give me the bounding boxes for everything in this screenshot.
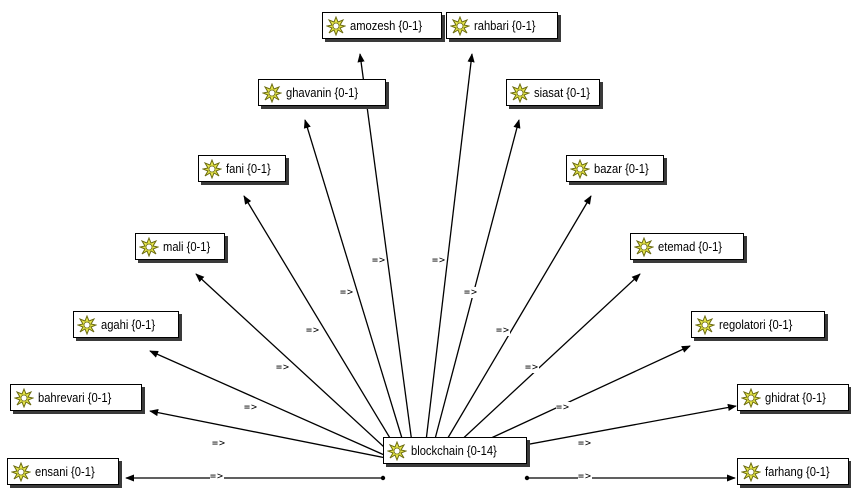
concept-node-etemad[interactable]: etemad {0-1}	[630, 233, 744, 260]
concept-node-agahi[interactable]: agahi {0-1}	[73, 311, 179, 338]
star-concept-icon	[387, 440, 407, 461]
star-concept-icon	[570, 158, 590, 179]
node-label: rahbari {0-1}	[474, 18, 536, 33]
node-label: bazar {0-1}	[594, 161, 649, 176]
edge-blockchain-to-mali	[195, 273, 397, 459]
edge-label-ghavanin: =>	[340, 287, 355, 298]
concept-node-bahrevari[interactable]: bahrevari {0-1}	[10, 384, 142, 411]
edge-blockchain-to-amozesh	[357, 53, 415, 459]
star-concept-icon	[262, 82, 282, 103]
edge-label-farhang: =>	[578, 471, 593, 482]
edge-label-rahbari: =>	[432, 255, 447, 266]
edge-label-bahrevari: =>	[212, 438, 227, 449]
edge-blockchain-to-bahrevari	[149, 409, 387, 459]
edge-blockchain-to-bazar	[435, 195, 592, 459]
star-concept-icon	[139, 236, 159, 257]
star-concept-icon	[11, 461, 31, 482]
concept-node-ensani[interactable]: ensani {0-1}	[7, 458, 119, 485]
edge-label-amozesh: =>	[372, 255, 387, 266]
node-label: mali {0-1}	[163, 239, 211, 254]
node-label: regolatori {0-1}	[719, 317, 793, 332]
concept-node-amozesh[interactable]: amozesh {0-1}	[322, 12, 442, 39]
node-label: fani {0-1}	[226, 161, 271, 176]
concept-node-rahbari[interactable]: rahbari {0-1}	[446, 12, 558, 39]
node-label: amozesh {0-1}	[350, 18, 423, 33]
concept-node-bazar[interactable]: bazar {0-1}	[566, 155, 664, 182]
concept-node-ghavanin[interactable]: ghavanin {0-1}	[258, 79, 386, 106]
star-concept-icon	[510, 82, 530, 103]
node-label: bahrevari {0-1}	[38, 390, 112, 405]
star-concept-icon	[202, 158, 222, 179]
edge-label-regolatori: =>	[556, 402, 571, 413]
node-label: agahi {0-1}	[101, 317, 156, 332]
star-concept-icon	[695, 314, 715, 335]
edge-blockchain-to-ghavanin	[303, 119, 409, 459]
concept-node-mali[interactable]: mali {0-1}	[135, 233, 225, 260]
edge-blockchain-to-rahbari	[423, 53, 475, 459]
edge-label-agahi: =>	[244, 402, 259, 413]
edge-origin-dot	[524, 475, 530, 481]
edge-label-mali: =>	[276, 362, 291, 373]
node-label: blockchain {0-14}	[411, 443, 497, 458]
edge-label-ghidrat: =>	[578, 438, 593, 449]
concept-node-regolatori[interactable]: regolatori {0-1}	[691, 311, 825, 338]
star-concept-icon	[77, 314, 97, 335]
star-concept-icon	[326, 15, 346, 36]
edge-label-bazar: =>	[496, 325, 511, 336]
edges-layer	[125, 53, 737, 482]
node-label: siasat {0-1}	[534, 85, 590, 100]
edge-blockchain-to-etemad	[441, 273, 641, 459]
node-label: ensani {0-1}	[35, 464, 95, 479]
star-concept-icon	[741, 461, 761, 482]
star-concept-icon	[741, 387, 761, 408]
concept-node-fani[interactable]: fani {0-1}	[198, 155, 286, 182]
star-concept-icon	[450, 15, 470, 36]
node-label: ghavanin {0-1}	[286, 85, 359, 100]
edge-label-siasat: =>	[464, 287, 479, 298]
edge-blockchain-to-agahi	[149, 350, 392, 459]
edge-label-ensani: =>	[210, 471, 225, 482]
concept-node-farhang[interactable]: farhang {0-1}	[737, 458, 849, 485]
edge-label-etemad: =>	[525, 362, 540, 373]
concept-node-ghidrat[interactable]: ghidrat {0-1}	[737, 384, 849, 411]
concept-node-siasat[interactable]: siasat {0-1}	[506, 79, 600, 106]
star-concept-icon	[634, 236, 654, 257]
star-concept-icon	[14, 387, 34, 408]
edge-blockchain-to-fani	[243, 195, 403, 459]
concept-node-blockchain[interactable]: blockchain {0-14}	[383, 437, 527, 464]
edge-origin-dot	[380, 475, 386, 481]
edge-label-fani: =>	[306, 325, 321, 336]
node-label: etemad {0-1}	[658, 239, 723, 254]
node-label: ghidrat {0-1}	[765, 390, 826, 405]
node-label: farhang {0-1}	[765, 464, 830, 479]
